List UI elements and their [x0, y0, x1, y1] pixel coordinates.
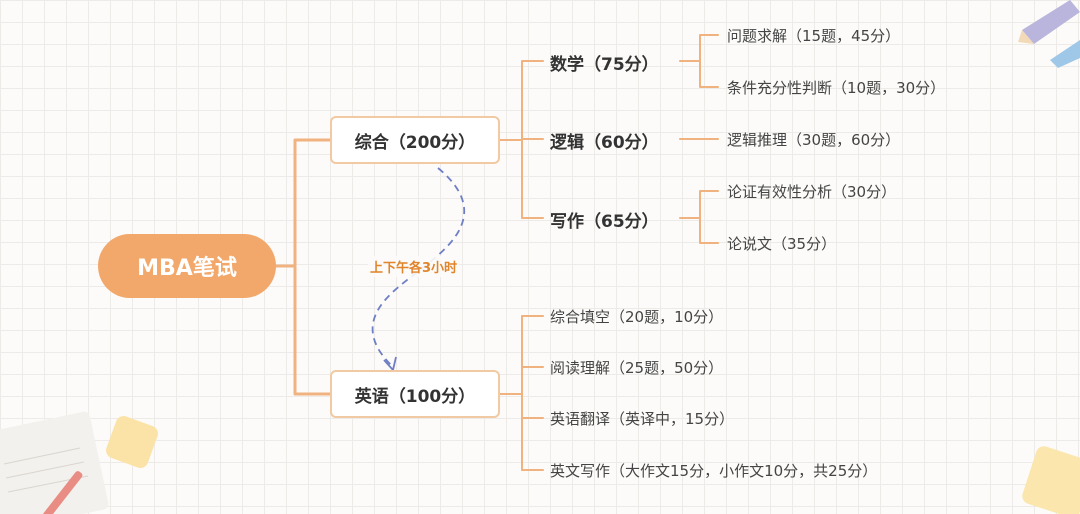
leaf-argument-analysis: 论证有效性分析（30分） — [727, 183, 897, 201]
root-node: MBA笔试 — [98, 234, 276, 298]
sticky-note-decoration-icon — [1022, 446, 1080, 514]
leaf-cloze: 综合填空（20题，10分） — [550, 308, 724, 326]
subject-math: 数学（75分） — [550, 55, 659, 75]
leaf-data-sufficiency: 条件充分性判断（10题，30分） — [727, 79, 946, 97]
time-note: 上下午各3小时 — [368, 256, 460, 277]
leaf-problem-solving: 问题求解（15题，45分） — [727, 27, 901, 45]
subject-writing: 写作（65分） — [550, 212, 659, 232]
leaf-english-writing: 英文写作（大作文15分，小作文10分，共25分） — [550, 462, 878, 480]
leaf-reading: 阅读理解（25题，50分） — [550, 359, 724, 377]
branch-comprehensive: 综合（200分） — [330, 116, 500, 164]
branch-english: 英语（100分） — [330, 370, 500, 418]
pencil-decoration-top-right-icon — [1018, 0, 1080, 68]
subject-logic: 逻辑（60分） — [550, 133, 659, 153]
leaf-essay: 论说文（35分） — [727, 235, 837, 253]
leaf-logical-reasoning: 逻辑推理（30题，60分） — [727, 131, 901, 149]
leaf-translation: 英语翻译（英译中，15分） — [550, 410, 735, 428]
notebook-decoration-icon — [0, 411, 158, 514]
